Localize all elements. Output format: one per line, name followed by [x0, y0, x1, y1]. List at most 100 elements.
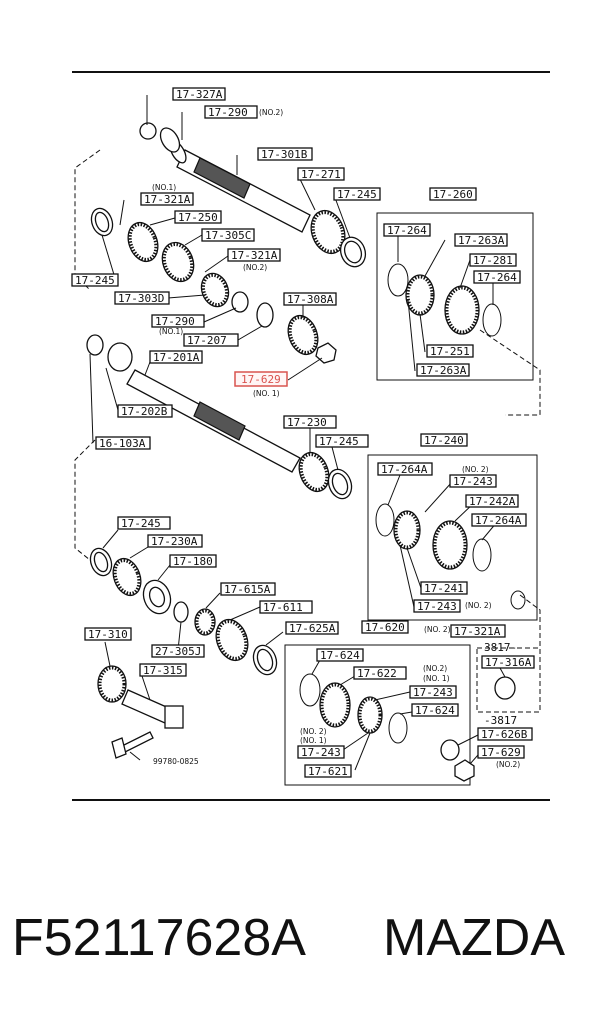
sleeve-622: [319, 682, 351, 728]
gear-271: [310, 209, 346, 255]
bolt-code: 99780-0825: [153, 757, 199, 766]
label-17-243-b: 17-243: [413, 599, 461, 613]
label-17-241: 17-241: [420, 581, 468, 595]
svg-text:17-290: 17-290: [155, 315, 195, 328]
label-17-321a-right: 17-321A: [450, 624, 506, 638]
brand-name: MAZDA: [383, 909, 565, 967]
label-17-245-top: 17-245: [333, 187, 381, 201]
svg-text:17-202B: 17-202B: [121, 405, 168, 418]
ring-264a-b: [472, 538, 492, 572]
label-17-316a: 17-316A: [481, 655, 535, 669]
note-622-a: (NO.2): [423, 664, 447, 673]
note-622-b: (NO. 1): [423, 674, 450, 683]
label-17-243-d: 17-243: [297, 745, 345, 759]
svg-text:17-230A: 17-230A: [151, 535, 198, 548]
label-17-615a: 17-615A: [220, 582, 276, 596]
ring-245-low: [89, 547, 113, 577]
svg-text:17-624: 17-624: [320, 649, 360, 662]
label-27-305j: 27-305J: [151, 644, 205, 658]
hub-241: [393, 510, 421, 550]
label-17-243-a: 17-243: [449, 474, 497, 488]
label-17-315: 17-315: [139, 663, 187, 677]
svg-text:27-305J: 27-305J: [155, 645, 201, 658]
ring-245-mid: [327, 468, 353, 500]
gear-230a: [112, 557, 142, 597]
bearing-611: [194, 608, 216, 636]
dashed-leader-right-low: [519, 594, 541, 650]
bearing-290-mid: [231, 291, 249, 313]
group-outline-240: [367, 454, 538, 621]
washer-626b: [440, 739, 460, 761]
note-290-mid: (NO.1): [159, 327, 183, 336]
label-17-321a-mid: 17-321A: [227, 248, 281, 262]
svg-text:16-103A: 16-103A: [99, 437, 146, 450]
svg-text:17-624: 17-624: [415, 704, 455, 717]
note-621-b: (NO. 1): [300, 736, 327, 745]
svg-text:17-629: 17-629: [241, 373, 281, 386]
label-17-301b: 17-301B: [257, 147, 313, 161]
main-shaft-top: [139, 122, 311, 233]
bolt-99780: [111, 731, 154, 759]
svg-text:17-260: 17-260: [433, 188, 473, 201]
washer-305j: [173, 601, 189, 623]
hub-621: [357, 696, 383, 734]
gear-303d: [200, 272, 230, 308]
label-17-621: 17-621: [304, 764, 352, 778]
hub-251: [405, 274, 435, 316]
svg-text:17-321A: 17-321A: [231, 249, 278, 262]
sleeve-242a: [432, 520, 468, 570]
label-17-624-b: 17-624: [411, 703, 459, 717]
label-17-271: 17-271: [297, 167, 345, 181]
label-17-207: 17-207: [183, 333, 239, 347]
gear-310: [97, 665, 127, 703]
note-621-a: (NO. 2): [300, 727, 327, 736]
svg-text:17-251: 17-251: [430, 345, 470, 358]
note-290-top: (NO.2): [259, 108, 283, 117]
group-outline-260: [376, 212, 534, 381]
ring-245-top: [339, 236, 367, 268]
ring-245-left: [90, 207, 114, 237]
svg-text:17-201A: 17-201A: [153, 351, 200, 364]
label-17-230a: 17-230A: [147, 534, 203, 548]
label-17-624-a: 17-624: [316, 648, 364, 662]
label-17-245-low: 17-245: [117, 516, 171, 530]
label-17-327a: 17-327A: [172, 87, 226, 101]
sleeve-281: [444, 285, 480, 335]
note-321a-right: (NO. 2): [424, 625, 451, 634]
gear-305c: [161, 241, 195, 283]
svg-text:17-264: 17-264: [477, 271, 517, 284]
label-17-245-mid: 17-245: [315, 434, 369, 448]
svg-text:17-611: 17-611: [263, 601, 303, 614]
group-outline-620: [284, 644, 471, 786]
svg-text:17-310: 17-310: [88, 628, 128, 641]
dashed-leader-right: [479, 329, 541, 416]
svg-text:17-305C: 17-305C: [205, 229, 251, 242]
label-17-281: 17-281: [469, 253, 517, 267]
note-629-bottom: (NO.2): [496, 760, 520, 769]
gear-625a: [215, 618, 249, 662]
svg-text:17-264: 17-264: [387, 224, 427, 237]
label-17-251: 17-251: [426, 344, 474, 358]
group-outline-3817: [476, 647, 541, 713]
part-number: F52117628A: [12, 909, 306, 967]
label-17-629-highlight: 17-629: [234, 371, 288, 387]
gear-230: [298, 451, 330, 493]
svg-text:17-263A: 17-263A: [458, 234, 505, 247]
label-17-263a-b: 17-263A: [416, 363, 470, 377]
label-17-625a: 17-625A: [285, 621, 339, 635]
label-17-264-a: 17-264: [383, 223, 431, 237]
svg-text:17-629: 17-629: [481, 746, 521, 759]
svg-text:17-243: 17-243: [413, 686, 453, 699]
note-243-top: (NO. 2): [462, 465, 489, 474]
label-17-245-left: 17-245: [71, 273, 119, 287]
svg-text:17-626B: 17-626B: [481, 728, 528, 741]
svg-text:17-241: 17-241: [424, 582, 464, 595]
label-17-230: 17-230: [283, 415, 337, 429]
svg-text:17-622: 17-622: [357, 667, 397, 680]
label-17-620: 17-620: [361, 620, 409, 634]
svg-text:17-245: 17-245: [121, 517, 161, 530]
note-629-mid: (NO. 1): [253, 389, 280, 398]
svg-text:17-316A: 17-316A: [485, 656, 532, 669]
label-17-263a-a: 17-263A: [454, 233, 508, 247]
ring-625a: [252, 644, 278, 676]
